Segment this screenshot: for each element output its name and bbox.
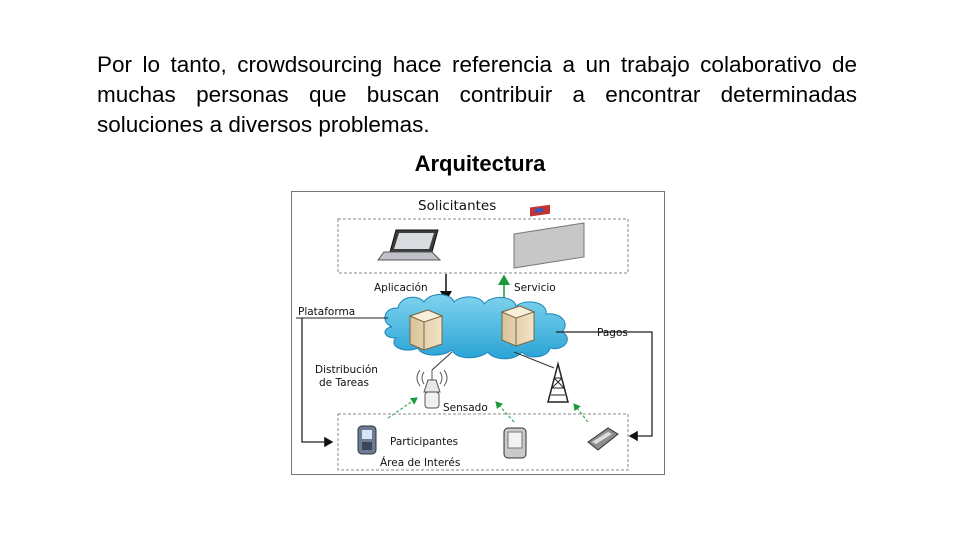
- mobile-phone-icon: [357, 425, 377, 455]
- payments-label: Pagos: [597, 327, 628, 339]
- cell-tower-icon: [547, 361, 569, 403]
- laptop-icon: [377, 229, 442, 261]
- area-of-interest-label: Área de Interés: [380, 456, 460, 469]
- platform-server-icon: [408, 309, 444, 351]
- service-label: Servicio: [514, 282, 556, 294]
- platform-server-icon: [500, 305, 536, 347]
- link-line: [513, 351, 555, 369]
- architecture-diagram: Solicitantes Aplicación Servicio Platafo…: [291, 191, 665, 475]
- sensing-arrow: [387, 397, 418, 419]
- wireless-access-point-icon: [416, 369, 448, 409]
- body-paragraph: Por lo tanto, crowdsourcing hace referen…: [97, 52, 857, 137]
- participants-label: Participantes: [390, 436, 458, 448]
- requesters-label: Solicitantes: [418, 198, 496, 214]
- participants-region: [337, 413, 629, 471]
- sensing-arrow: [495, 401, 515, 423]
- requesters-region: [337, 218, 629, 274]
- server-icon: [513, 204, 585, 269]
- pda-icon: [503, 427, 527, 459]
- sensing-label: Sensado: [443, 402, 488, 414]
- payments-path: [556, 331, 653, 442]
- section-heading: Arquitectura: [414, 151, 546, 176]
- task-distribution-label: Distribución: [315, 364, 378, 376]
- sensing-arrow: [573, 403, 589, 423]
- task-distribution-label: de Tareas: [319, 377, 369, 389]
- link-line: [431, 351, 453, 371]
- flip-phone-icon: [587, 427, 619, 451]
- application-label: Aplicación: [374, 282, 428, 294]
- task-distribution-path: [301, 318, 334, 448]
- platform-label: Plataforma: [298, 306, 355, 318]
